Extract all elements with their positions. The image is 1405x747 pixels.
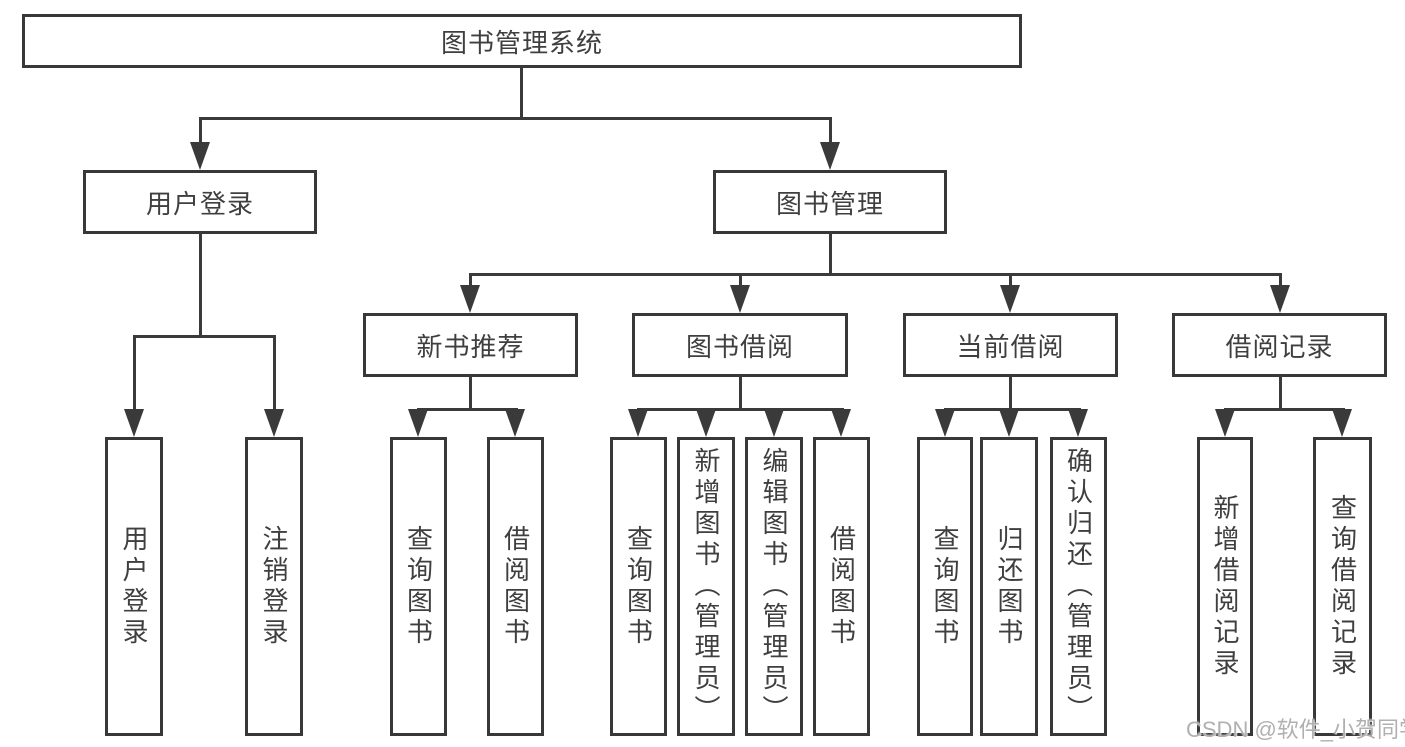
node-confirm-return-admin: 确认归还（管理员）: [1050, 437, 1107, 736]
connector-line: [199, 117, 202, 145]
node-logout: 注销登录: [245, 437, 303, 736]
node-label: 图书管理系统: [440, 27, 603, 58]
node-label: 编辑图书（管理员）: [759, 447, 789, 726]
arrow-down-icon: [124, 409, 144, 437]
node-label: 查询图书: [930, 524, 960, 649]
arrow-down-icon: [190, 142, 210, 170]
node-add-borrow-record: 新增借阅记录: [1197, 437, 1253, 736]
connector-line: [637, 408, 844, 411]
node-borrowing-records: 借阅记录: [1172, 313, 1387, 377]
node-label: 归还图书: [994, 524, 1024, 649]
node-borrow-books-recommend: 借阅图书: [487, 437, 544, 736]
node-current-borrowing: 当前借阅: [903, 313, 1118, 377]
node-edit-book-admin: 编辑图书（管理员）: [745, 437, 803, 736]
arrow-down-icon: [1000, 285, 1020, 313]
node-label: 借阅图书: [500, 524, 531, 649]
node-new-book-recommendation: 新书推荐: [363, 313, 578, 377]
arrow-down-icon: [264, 409, 284, 437]
arrow-down-icon: [505, 409, 525, 437]
arrow-down-icon: [820, 142, 840, 170]
arrow-down-icon: [696, 409, 716, 437]
node-label: 借阅记录: [1225, 331, 1334, 362]
arrow-down-icon: [764, 409, 784, 437]
connector-line: [133, 335, 275, 338]
connector-line: [1009, 273, 1012, 287]
node-label: 新增借阅记录: [1210, 493, 1240, 680]
node-label: 新书推荐: [416, 331, 525, 362]
connector-line: [273, 335, 276, 412]
arrow-down-icon: [1270, 285, 1290, 313]
arrow-down-icon: [1215, 409, 1235, 437]
node-label: 当前借阅: [956, 331, 1065, 362]
connector-line: [739, 273, 742, 287]
node-query-books-current: 查询图书: [917, 437, 973, 736]
node-label: 查询图书: [623, 524, 654, 649]
node-label: 新增图书（管理员）: [691, 447, 721, 726]
node-book-borrowing: 图书借阅: [632, 313, 848, 377]
arrow-down-icon: [935, 409, 955, 437]
node-label: 用户登录: [145, 188, 254, 219]
connector-line: [469, 375, 472, 410]
node-query-borrow-record: 查询借阅记录: [1313, 437, 1372, 736]
connector-line: [1279, 375, 1282, 410]
connector-line: [1224, 408, 1345, 411]
node-return-book: 归还图书: [980, 437, 1038, 736]
node-label: 确认归还（管理员）: [1063, 447, 1094, 726]
node-query-books-borrowing: 查询图书: [610, 437, 667, 736]
connector-line: [133, 335, 136, 412]
arrow-down-icon: [408, 409, 428, 437]
node-add-book-admin: 新增图书（管理员）: [677, 437, 735, 736]
node-user-login: 用户登录: [83, 170, 317, 234]
watermark-text: CSDN @软件_小贺同学: [1186, 717, 1405, 742]
node-label: 注销登录: [259, 524, 289, 649]
node-user-login-leaf: 用户登录: [105, 437, 163, 736]
node-book-management: 图书管理: [713, 170, 947, 234]
node-label: 查询借阅记录: [1327, 493, 1358, 680]
node-label: 查询图书: [403, 524, 434, 649]
connector-line: [199, 117, 832, 120]
connector-line: [417, 408, 518, 411]
arrow-down-icon: [1332, 409, 1352, 437]
connector-line: [739, 375, 742, 410]
connector-line: [829, 117, 832, 145]
node-label: 图书管理: [775, 188, 884, 219]
arrow-down-icon: [999, 409, 1019, 437]
connector-line: [469, 273, 1282, 276]
arrow-down-icon: [460, 285, 480, 313]
arrow-down-icon: [730, 285, 750, 313]
connector-line: [199, 232, 202, 337]
arrow-down-icon: [831, 409, 851, 437]
arrow-down-icon: [1068, 409, 1088, 437]
arrow-down-icon: [628, 409, 648, 437]
node-label: 图书借阅: [685, 331, 794, 362]
node-label: 用户登录: [119, 524, 149, 649]
node-borrow-books-leaf: 借阅图书: [813, 437, 870, 736]
node-label: 借阅图书: [826, 524, 857, 649]
connector-line: [829, 232, 832, 275]
node-library-management-system: 图书管理系统: [22, 14, 1022, 68]
connector-line: [520, 66, 523, 119]
node-query-books-recommend: 查询图书: [390, 437, 447, 736]
connector-line: [1279, 273, 1282, 287]
connector-line: [469, 273, 472, 287]
connector-line: [1009, 375, 1012, 410]
